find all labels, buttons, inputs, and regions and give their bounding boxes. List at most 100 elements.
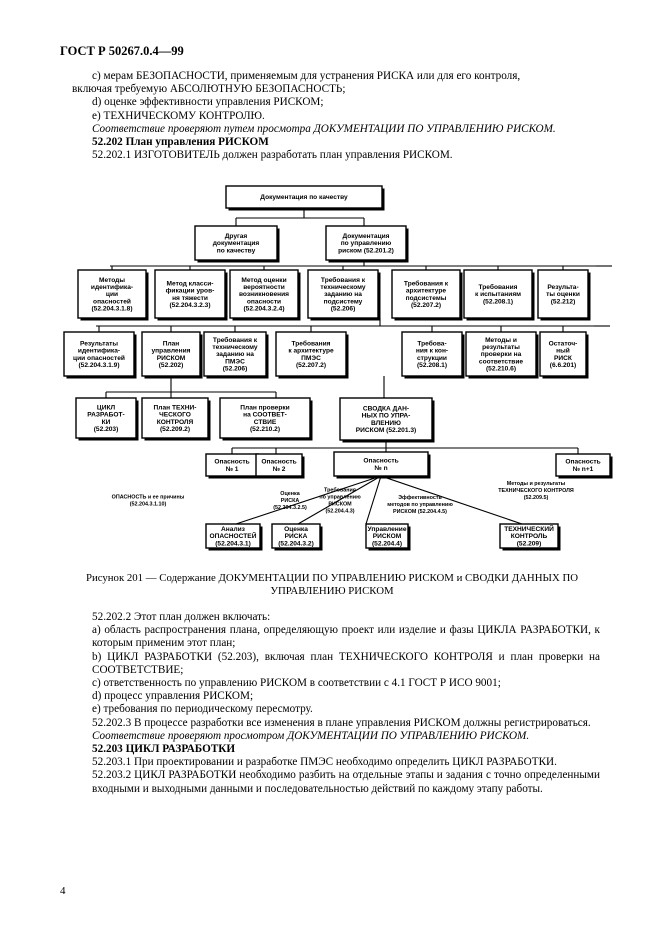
list-item-e: e) ТЕХНИЧЕСКОМУ КОНТРОЛЮ. xyxy=(92,109,265,122)
box-row3-5-label-text: проверки на xyxy=(481,351,522,358)
conformity-note-2: Соответствие проверяют просмотром ДОКУМЕ… xyxy=(92,729,530,742)
box-risk-control-label-text: РИСКОМ xyxy=(373,533,402,540)
box-row2-2-label-text: вероятности xyxy=(243,284,285,291)
box-row3-6-label-text: (6.6.201) xyxy=(550,362,576,369)
paragraph-52-203-1: 52.203.1 При проектировании и разработке… xyxy=(92,756,557,769)
box-row3-3 xyxy=(275,331,347,377)
box-row4-0-label-text: КИ xyxy=(102,419,111,426)
box-hazard-2 xyxy=(255,453,303,477)
paragraph-52-202-3: 52.202.3 В процессе разработки все измен… xyxy=(92,716,591,729)
box-row3-4-label: Требова-ния к кон-струкции(52.208.1) xyxy=(416,339,448,369)
paragraph-52-202-1: 52.202.1 ИЗГОТОВИТЕЛЬ должен разработать… xyxy=(92,149,453,162)
box-row3-4-label-text: ния к кон- xyxy=(416,348,448,355)
box-row2-4-label-text: (52.207.2) xyxy=(411,302,441,309)
box-hazard-n xyxy=(333,451,429,477)
box-row4-2-label-text: (52.210.2) xyxy=(250,426,280,433)
box-summary-risk-data-label-text: СВОДКА ДАН- xyxy=(363,405,409,412)
box-row2-3-label-text: подсистему xyxy=(324,298,363,305)
plan-item-a: a) область распространения плана, опреде… xyxy=(92,624,600,650)
label-effectiveness-text: РИСКОМ (52.204.4.5) xyxy=(393,509,447,515)
box-row2-0-label-text: Методы xyxy=(99,277,125,284)
box-row2-2-label-text: (52.204.3.2.4) xyxy=(243,306,284,313)
box-row2-3-label-text: Требования к xyxy=(321,276,366,284)
box-row3-4-label-text: струкции xyxy=(417,355,447,362)
box-hazard-analysis-label-text: ОПАСНОСТЕЙ xyxy=(210,531,257,540)
body-text-block: 52.202.2 Этот план должен включать: a) о… xyxy=(92,611,600,796)
plan-item-e: e) требования по периодическому пересмот… xyxy=(92,703,313,716)
box-row3-5 xyxy=(465,331,537,377)
box-row3-1-label-text: (52.202) xyxy=(159,362,184,369)
box-row3-1 xyxy=(141,331,201,377)
label-risk-reqs-text: (52.204.4.3) xyxy=(325,509,354,515)
box-risk-docs-label-text: по управлению xyxy=(341,240,392,247)
box-row2-3-label-text: техническому xyxy=(320,284,366,291)
box-row2-6-label: Результа-ты оценки(52.212) xyxy=(546,284,580,305)
plan-item-c: c) ответственность по управлению РИСКОМ … xyxy=(92,677,501,690)
label-hazard-causes: ОПАСНОСТЬ и ее причины(52.204.3.1.10) xyxy=(112,495,185,508)
box-row2-5-label-text: Требования xyxy=(478,283,517,291)
box-row2-4-label-text: подсистемы xyxy=(406,295,447,302)
box-row2-2-label-text: возникновения xyxy=(239,291,289,298)
box-row3-4-label-text: Требова- xyxy=(417,339,446,347)
box-technical-control xyxy=(499,523,559,549)
box-row4-0 xyxy=(75,397,137,439)
box-other-quality-docs xyxy=(194,225,278,261)
box-other-quality-docs-label-text: Другая xyxy=(225,233,248,240)
box-row2-1-label: Метод класси-фикации уров-ня тяжести(52.… xyxy=(166,280,215,309)
box-hazard-1-label-text: № 1 xyxy=(226,466,239,473)
list-item-d: d) оценке эффективности управления РИСКО… xyxy=(92,96,324,109)
box-row3-2 xyxy=(203,331,267,377)
box-row2-5-label-text: к испытаниям xyxy=(475,291,521,298)
box-technical-control-label-text: ТЕХНИЧЕСКИЙ xyxy=(504,524,554,533)
box-row3-5-label-text: соответствие xyxy=(479,358,523,365)
box-row2-1-label-text: Метод класси- xyxy=(167,280,214,287)
paragraph-52-203-2: 52.203.2 ЦИКЛ РАЗРАБОТКИ необходимо разб… xyxy=(92,769,600,795)
box-summary-risk-data-label-text: РИСКОМ (52.201.3) xyxy=(356,427,416,434)
box-row3-1-label-text: РИСКОМ xyxy=(157,355,186,362)
box-row4-0-label-text: (52.203) xyxy=(94,426,119,433)
box-row2-0-label-text: (52.204.3.1.8) xyxy=(91,306,132,313)
box-row3-6 xyxy=(539,331,587,377)
box-row3-2-label-text: техническому xyxy=(212,344,258,351)
label-tc-methods-text: (52.209.5) xyxy=(524,495,549,501)
connector-line xyxy=(380,475,523,525)
box-hazard-analysis-label-text: (52.204.3.1) xyxy=(215,540,251,547)
box-row3-5-label-text: Методы и xyxy=(485,337,517,344)
box-row2-2 xyxy=(229,269,299,319)
box-risk-evaluation-label-text: Оценка xyxy=(284,526,308,533)
box-hazard-n-label-text: № n xyxy=(374,465,387,472)
label-risk-eval-text: РИСКА xyxy=(281,498,300,504)
box-summary-risk-data-label-text: НЫХ ПО УПРА- xyxy=(362,413,411,420)
plan-item-d: d) процесс управления РИСКОМ; xyxy=(92,690,254,703)
box-row2-1-label-text: ня тяжести xyxy=(172,295,208,302)
label-hazard-causes-text: (52.204.3.1.10) xyxy=(130,502,167,508)
box-row3-0-label-text: (52.204.3.1.9) xyxy=(78,362,119,369)
box-row3-3-label-text: к архитектуре xyxy=(288,348,334,355)
box-row3-0 xyxy=(63,331,135,377)
risk-documentation-diagram: Документация по качествуДругаядокументац… xyxy=(63,185,613,551)
box-row3-3-label-text: Требования xyxy=(291,339,330,347)
box-row2-4 xyxy=(391,269,461,319)
list-item-c-cont: включая требуемую АБСОЛЮТНУЮ БЕЗОПАСНОСТ… xyxy=(72,83,346,96)
box-risk-control-label-text: (52.204.4) xyxy=(372,540,402,547)
box-hazard-2-label-text: № 2 xyxy=(273,466,286,473)
box-row2-0-label-text: опасностей xyxy=(93,297,131,305)
box-row3-1-label-text: управления xyxy=(152,348,191,355)
box-risk-evaluation xyxy=(271,523,321,549)
box-row2-0-label-text: идентифика- xyxy=(91,284,133,291)
